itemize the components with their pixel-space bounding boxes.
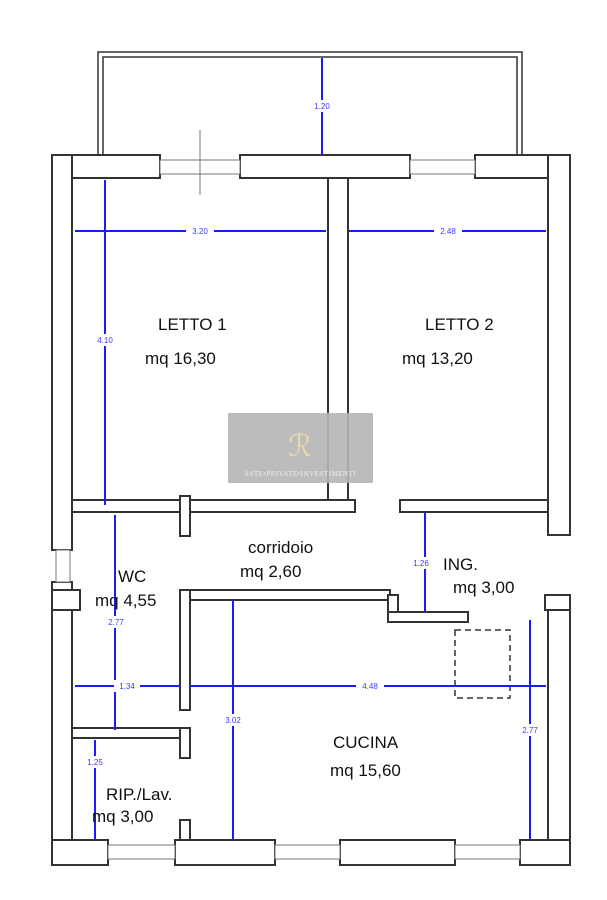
room-name-ripostiglio: RIP./Lav. [106, 785, 172, 804]
windows [55, 130, 521, 860]
dim-wc-depth: 2.77 [108, 618, 124, 627]
room-name-wc: WC [118, 567, 146, 586]
dim-cucina-width: 4.48 [362, 682, 378, 691]
dim-cucina-depth: 3.02 [225, 716, 241, 725]
room-area-wc: mq 4,55 [95, 591, 156, 610]
dim-cucina-depth-right: 2.77 [522, 726, 538, 735]
room-labels: LETTO 1 mq 16,30 LETTO 2 mq 13,20 corrid… [92, 315, 514, 826]
room-name-letto1: LETTO 1 [158, 315, 227, 334]
watermark-text: ASTE•PRIVATE•INVESTIMENTI [244, 470, 356, 478]
room-name-corridoio: corridoio [248, 538, 313, 557]
shaft [454, 629, 511, 699]
walls [51, 154, 571, 866]
dim-wc-width: 1.34 [119, 682, 135, 691]
room-name-cucina: CUCINA [333, 733, 399, 752]
svg-text:ℛ: ℛ [288, 430, 312, 463]
room-name-ingresso: ING. [443, 555, 478, 574]
room-area-ingresso: mq 3,00 [453, 578, 514, 597]
room-area-letto2: mq 13,20 [402, 349, 473, 368]
dimension-labels: 1.20 3.20 2.48 4.10 1.26 2.77 1.34 4.48 … [83, 100, 543, 768]
room-area-ripostiglio: mq 3,00 [92, 807, 153, 826]
room-area-corridoio: mq 2,60 [240, 562, 301, 581]
dim-ingresso: 1.26 [413, 559, 429, 568]
dim-ripostiglio: 1.25 [87, 758, 103, 767]
watermark-logo: ℛ ASTE•PRIVATE•INVESTIMENTI [228, 413, 373, 483]
dim-balcony: 1.20 [314, 102, 330, 111]
room-name-letto2: LETTO 2 [425, 315, 494, 334]
dim-letto1-depth: 4.10 [97, 336, 113, 345]
room-area-letto1: mq 16,30 [145, 349, 216, 368]
balcony [97, 51, 523, 155]
dim-letto1-width: 3.20 [192, 227, 208, 236]
dim-letto2-width: 2.48 [440, 227, 456, 236]
room-area-cucina: mq 15,60 [330, 761, 401, 780]
